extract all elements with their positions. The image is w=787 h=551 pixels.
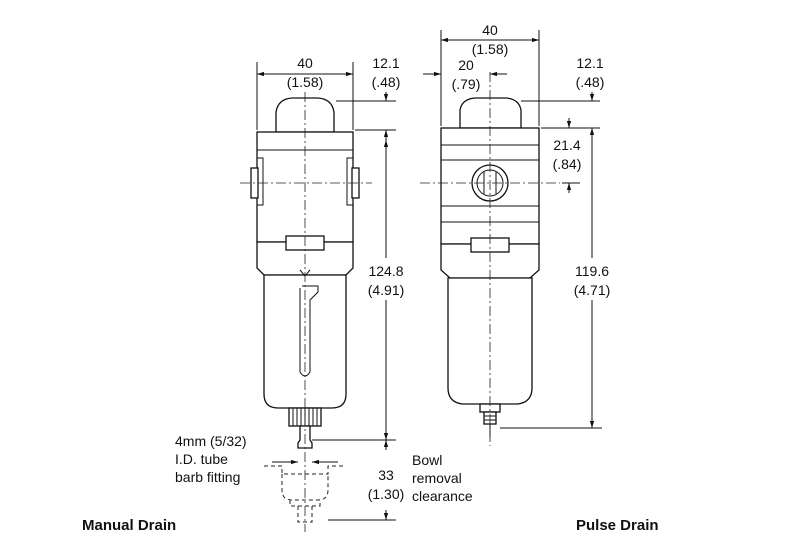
manual-height-mm: 124.8 <box>368 263 403 279</box>
fitting-note-line2: I.D. tube <box>175 451 228 467</box>
pulse-drain-unit: 40 (1.58) 20 (.79) 12.1 (.48) 21.4 (.84)… <box>420 22 659 534</box>
pulse-width-in: (1.58) <box>472 41 509 57</box>
pulse-half-mm: 20 <box>458 57 474 73</box>
pulse-drain-caption: Pulse Drain <box>576 517 659 534</box>
manual-clearance-in: (1.30) <box>368 486 405 502</box>
pulse-port-in: (.84) <box>553 156 582 172</box>
pulse-top-mm: 12.1 <box>576 55 603 71</box>
pulse-top-in: (.48) <box>576 74 605 90</box>
manual-width-in: (1.58) <box>287 74 324 90</box>
manual-bowl <box>263 274 347 409</box>
pulse-width-mm: 40 <box>482 22 498 38</box>
pulse-half-in: (.79) <box>452 76 481 92</box>
manual-top-mm: 12.1 <box>372 55 399 71</box>
manual-drain-caption: Manual Drain <box>82 517 176 534</box>
clearance-note-line1: Bowl <box>412 452 442 468</box>
pulse-port-mm: 21.4 <box>553 137 580 153</box>
clearance-note-line3: clearance <box>412 488 473 504</box>
manual-top-in: (.48) <box>372 74 401 90</box>
manual-clearance-mm: 33 <box>378 467 394 483</box>
manual-height-in: (4.91) <box>368 282 405 298</box>
clearance-note-line2: removal <box>412 470 462 486</box>
fitting-note-line3: barb fitting <box>175 469 240 485</box>
pulse-height-mm: 119.6 <box>575 263 609 279</box>
pulse-bowl <box>447 277 533 405</box>
pulse-cap <box>459 97 522 129</box>
manual-drain-unit: 40 (1.58) 12.1 (.48) 124.8 (4.91) 33 (1.… <box>82 55 473 534</box>
pulse-height-in: (4.71) <box>574 282 611 298</box>
fitting-note-line1: 4mm (5/32) <box>175 433 247 449</box>
manual-width-mm: 40 <box>297 55 313 71</box>
